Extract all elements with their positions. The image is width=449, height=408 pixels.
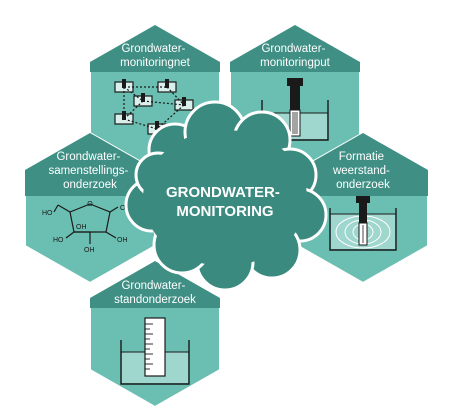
formation-resistance-icon bbox=[329, 196, 397, 251]
hex-title-samenstellingsonderzoek: Grondwater- samenstellings- onderzoek bbox=[48, 151, 131, 191]
svg-text:OH: OH bbox=[84, 247, 95, 254]
svg-text:HO: HO bbox=[42, 210, 53, 217]
hex-title-monitoringnet: Grondwater- monitoringnet bbox=[120, 43, 190, 69]
svg-text:O: O bbox=[87, 201, 93, 208]
monitoring-well-icon bbox=[261, 78, 329, 141]
svg-text:OH: OH bbox=[76, 224, 87, 231]
hex-title-standonderzoek: Grondwater- standonderzoek bbox=[114, 280, 196, 306]
center-cloud: GRONDWATER- MONITORING bbox=[124, 100, 328, 292]
center-title: GRONDWATER- MONITORING bbox=[166, 184, 284, 220]
water-level-gauge-icon bbox=[120, 317, 190, 385]
monitoring-network-icon bbox=[114, 79, 194, 135]
hex-title-formatieweerstandonderzoek: Formatie weerstand- onderzoek bbox=[332, 151, 393, 191]
svg-text:OH: OH bbox=[117, 237, 128, 244]
hex-title-monitoringput: Grondwater- monitoringput bbox=[260, 43, 330, 69]
svg-text:HO: HO bbox=[53, 237, 64, 244]
